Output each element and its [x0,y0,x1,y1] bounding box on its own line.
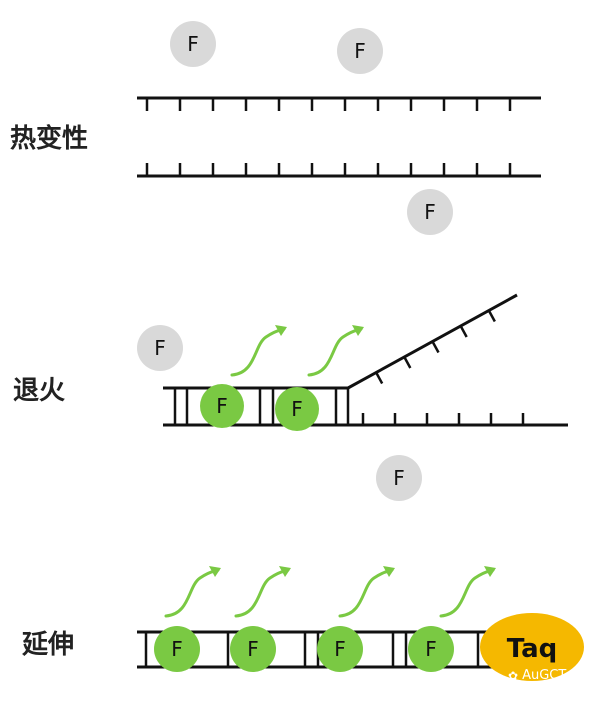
emission-arrow [234,568,290,618]
released-fluorophore-label: F [171,637,183,661]
released-fluorophore [230,626,276,672]
unpaired-strand-tick [459,325,468,338]
probe-fluorophore-label: F [291,397,303,421]
free-fluorophore-label: F [393,466,405,490]
taq-polymerase-label: Taq [507,634,558,664]
released-fluorophore-label: F [247,637,259,661]
watermark-text: AuGCT [522,668,567,683]
released-fluorophore-label: F [334,637,346,661]
unpaired-strand-tick [431,340,440,354]
unpaired-strand-tick [375,371,384,385]
unpaired-strand-tick [487,309,496,323]
emission-arrow-head [352,325,364,336]
emission-arrow [307,327,363,377]
taq-polymerase [480,613,584,681]
free-fluorophore [337,28,383,74]
emission-arrow [230,327,286,377]
released-fluorophore-label: F [425,637,437,661]
emission-arrow-head [209,566,221,577]
emission-arrow-head [275,325,287,336]
step-label-denaturation: 热变性 [10,124,89,154]
emission-arrow [439,568,495,618]
watermark: ✿ AuGCT [508,668,566,683]
unpaired-strand-tick [403,356,412,369]
free-fluorophore [407,189,453,235]
released-fluorophore [408,626,454,672]
released-fluorophore [154,626,200,672]
emission-arrow [164,568,220,618]
free-fluorophore [170,21,216,67]
probe-fluorophore [200,384,244,428]
probe-fluorophore [275,387,319,431]
free-fluorophore [137,325,183,371]
step-label-extension: 延伸 [22,630,75,660]
free-fluorophore-label: F [354,39,366,63]
emission-arrow-head [279,566,291,577]
wechat-icon: ✿ [508,668,519,683]
emission-arrow-head [383,566,395,577]
emission-arrow [338,568,394,618]
free-fluorophore-label: F [424,200,436,224]
probe-fluorophore-label: F [216,394,228,418]
emission-arrow-head [484,566,496,577]
free-fluorophore-label: F [154,336,166,360]
released-fluorophore [317,626,363,672]
free-fluorophore [376,455,422,501]
free-fluorophore-label: F [187,32,199,56]
step-label-annealing: 退火 [13,376,66,406]
